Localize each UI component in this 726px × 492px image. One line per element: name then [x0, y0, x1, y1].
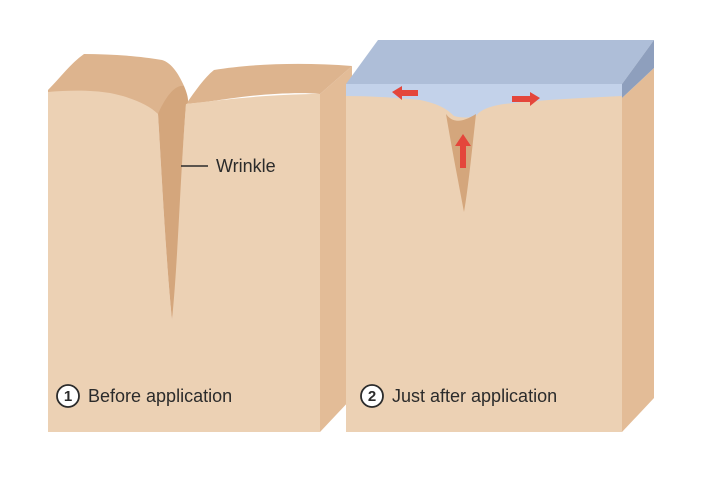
- film-top-surface: [346, 40, 654, 84]
- wrinkle-label: Wrinkle: [216, 156, 276, 176]
- after-block: 2 Just after application: [346, 40, 654, 432]
- step-1-number: 1: [64, 388, 72, 405]
- left-arrow-icon: [392, 86, 418, 100]
- right-arrow-icon: [512, 92, 540, 106]
- before-side-face: [320, 66, 352, 432]
- before-top-right: [186, 63, 352, 104]
- step-1-caption: Before application: [88, 386, 232, 406]
- step-2-caption: Just after application: [392, 386, 557, 406]
- step-1-number-circle: [56, 384, 80, 408]
- before-wrinkle: [158, 85, 188, 320]
- step-2-number: 2: [368, 388, 376, 405]
- step-2-number-circle: [360, 384, 384, 408]
- before-block: Wrinkle 1 Before application: [48, 54, 352, 432]
- before-top-left: [48, 54, 184, 114]
- up-arrow-icon: [455, 134, 471, 168]
- after-front-face: [346, 96, 622, 432]
- after-side-face: [622, 68, 654, 432]
- before-front-face: [48, 90, 320, 432]
- film-side-edge: [622, 40, 654, 98]
